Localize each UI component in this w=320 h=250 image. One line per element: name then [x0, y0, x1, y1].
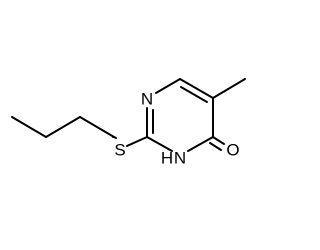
bonds — [11, 78, 246, 152]
bond-butyl-c3-c4 — [79, 116, 115, 138]
atom-o: O — [226, 141, 239, 160]
bond-c4-sulfur-to-s — [113, 136, 117, 139]
bond-c5-methyl — [212, 78, 246, 99]
bond-c6-n1 — [187, 136, 214, 152]
bond-n1-c2 — [146, 136, 173, 152]
bond-c6-o-double — [209, 142, 222, 151]
bond-c4h-c5-double — [180, 86, 208, 103]
bond-n3-c4h — [155, 78, 181, 94]
atom-s: S — [114, 141, 125, 160]
atom-n-bottom: N — [174, 149, 186, 168]
bond-butyl-c2-c3 — [45, 116, 81, 138]
bond-c6-o — [212, 136, 225, 145]
bond-c4h-c5 — [179, 78, 214, 99]
bond-sulfur-c2 — [126, 136, 148, 147]
atom-n-top: N — [141, 90, 153, 109]
bond-butyl-c1-c2 — [11, 116, 47, 138]
atom-h: H — [161, 149, 173, 168]
